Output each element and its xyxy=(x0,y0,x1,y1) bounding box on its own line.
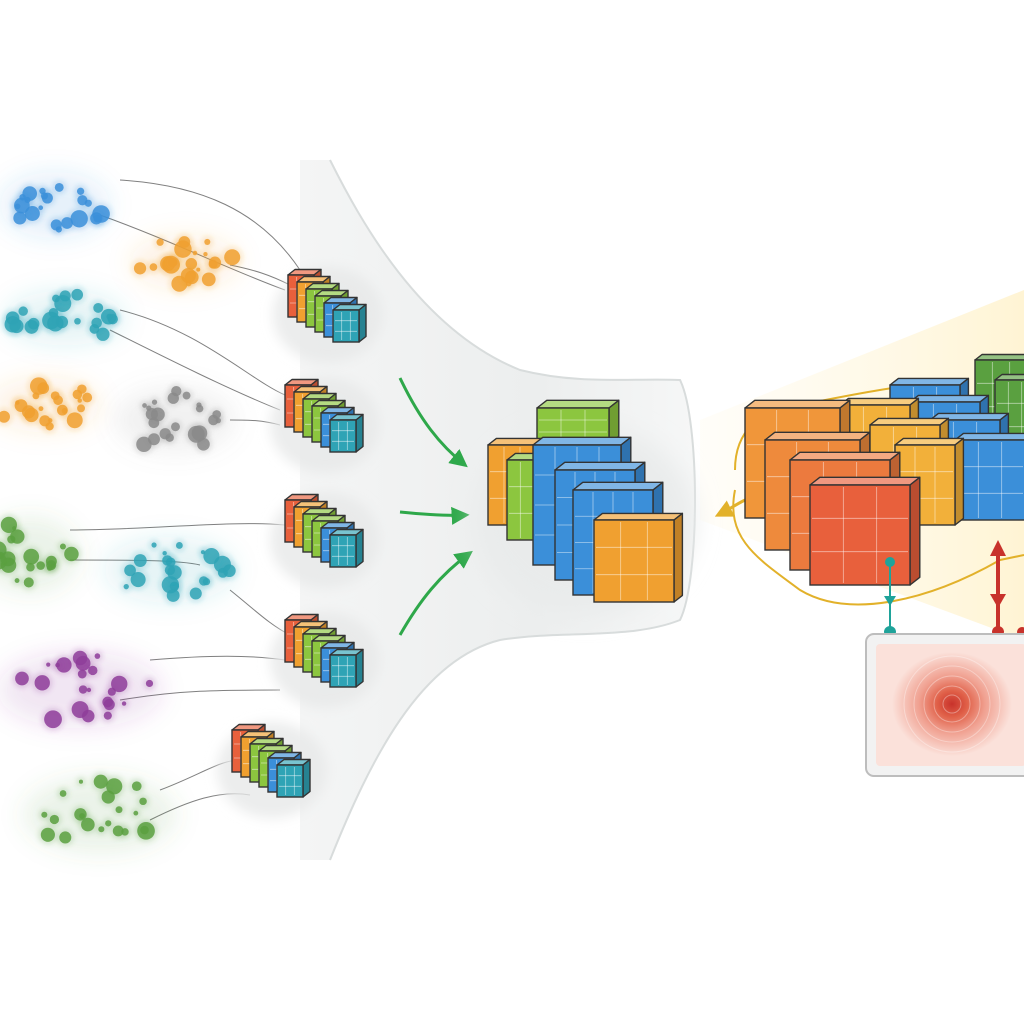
funnel-outline xyxy=(329,159,696,861)
connector-line xyxy=(119,179,301,271)
connector-line xyxy=(229,589,291,636)
arrow-middle xyxy=(399,506,470,525)
cube-stack-1-cube xyxy=(332,303,367,343)
cube-stack-4-cube xyxy=(329,648,364,688)
green-cluster-2 xyxy=(23,771,177,854)
blue-cluster xyxy=(0,172,113,238)
heatmap-panel xyxy=(865,633,1024,777)
cube-stack-4 xyxy=(270,612,380,708)
teal-cluster-2 xyxy=(104,537,239,605)
gold-outline-bottom xyxy=(732,489,1024,606)
connector-line xyxy=(119,309,286,396)
green-cluster xyxy=(0,513,82,594)
arrow-to-central xyxy=(714,498,746,517)
cube-stack-5 xyxy=(217,722,327,818)
gray-cluster xyxy=(114,383,236,456)
right-cube xyxy=(809,476,921,586)
arrow-bottom xyxy=(398,550,473,636)
connector-line xyxy=(109,329,281,411)
cube-stack-3 xyxy=(270,492,380,588)
heatmap-hotspot xyxy=(892,652,1012,756)
orange-cluster xyxy=(130,233,244,295)
orange-cluster-2 xyxy=(0,374,100,434)
connector-line xyxy=(149,655,286,661)
central-cube xyxy=(593,512,684,603)
cube-stack-2-cube xyxy=(329,413,364,453)
connector-line xyxy=(69,523,286,531)
cube-stack-3-cube xyxy=(329,528,364,568)
right-cube-grid xyxy=(744,353,1024,586)
central-cube-stack xyxy=(475,399,695,615)
connector-line xyxy=(229,264,291,286)
purple-cluster xyxy=(0,647,163,732)
cube-stack-5-cube xyxy=(276,758,311,798)
cube-stack-1 xyxy=(273,267,383,363)
arrow-top xyxy=(398,377,468,468)
right-cube xyxy=(954,432,1024,521)
teal-cluster xyxy=(1,285,126,346)
cube-stack-2 xyxy=(270,377,380,473)
